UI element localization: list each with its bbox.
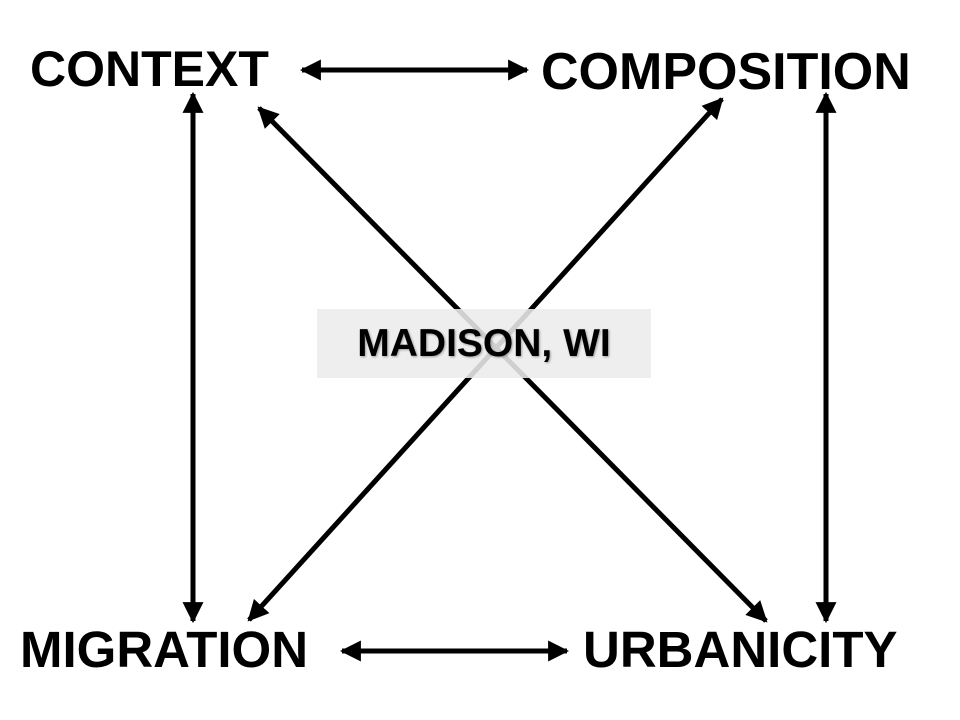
node-migration: MIGRATION [20, 621, 309, 678]
center-label: MADISON, WI [357, 322, 611, 365]
node-composition: COMPOSITION [541, 43, 911, 101]
node-context: CONTEXT [30, 41, 269, 97]
center-label-box: MADISON, WI [317, 309, 651, 378]
node-urbanicity: URBANICITY [583, 621, 898, 678]
